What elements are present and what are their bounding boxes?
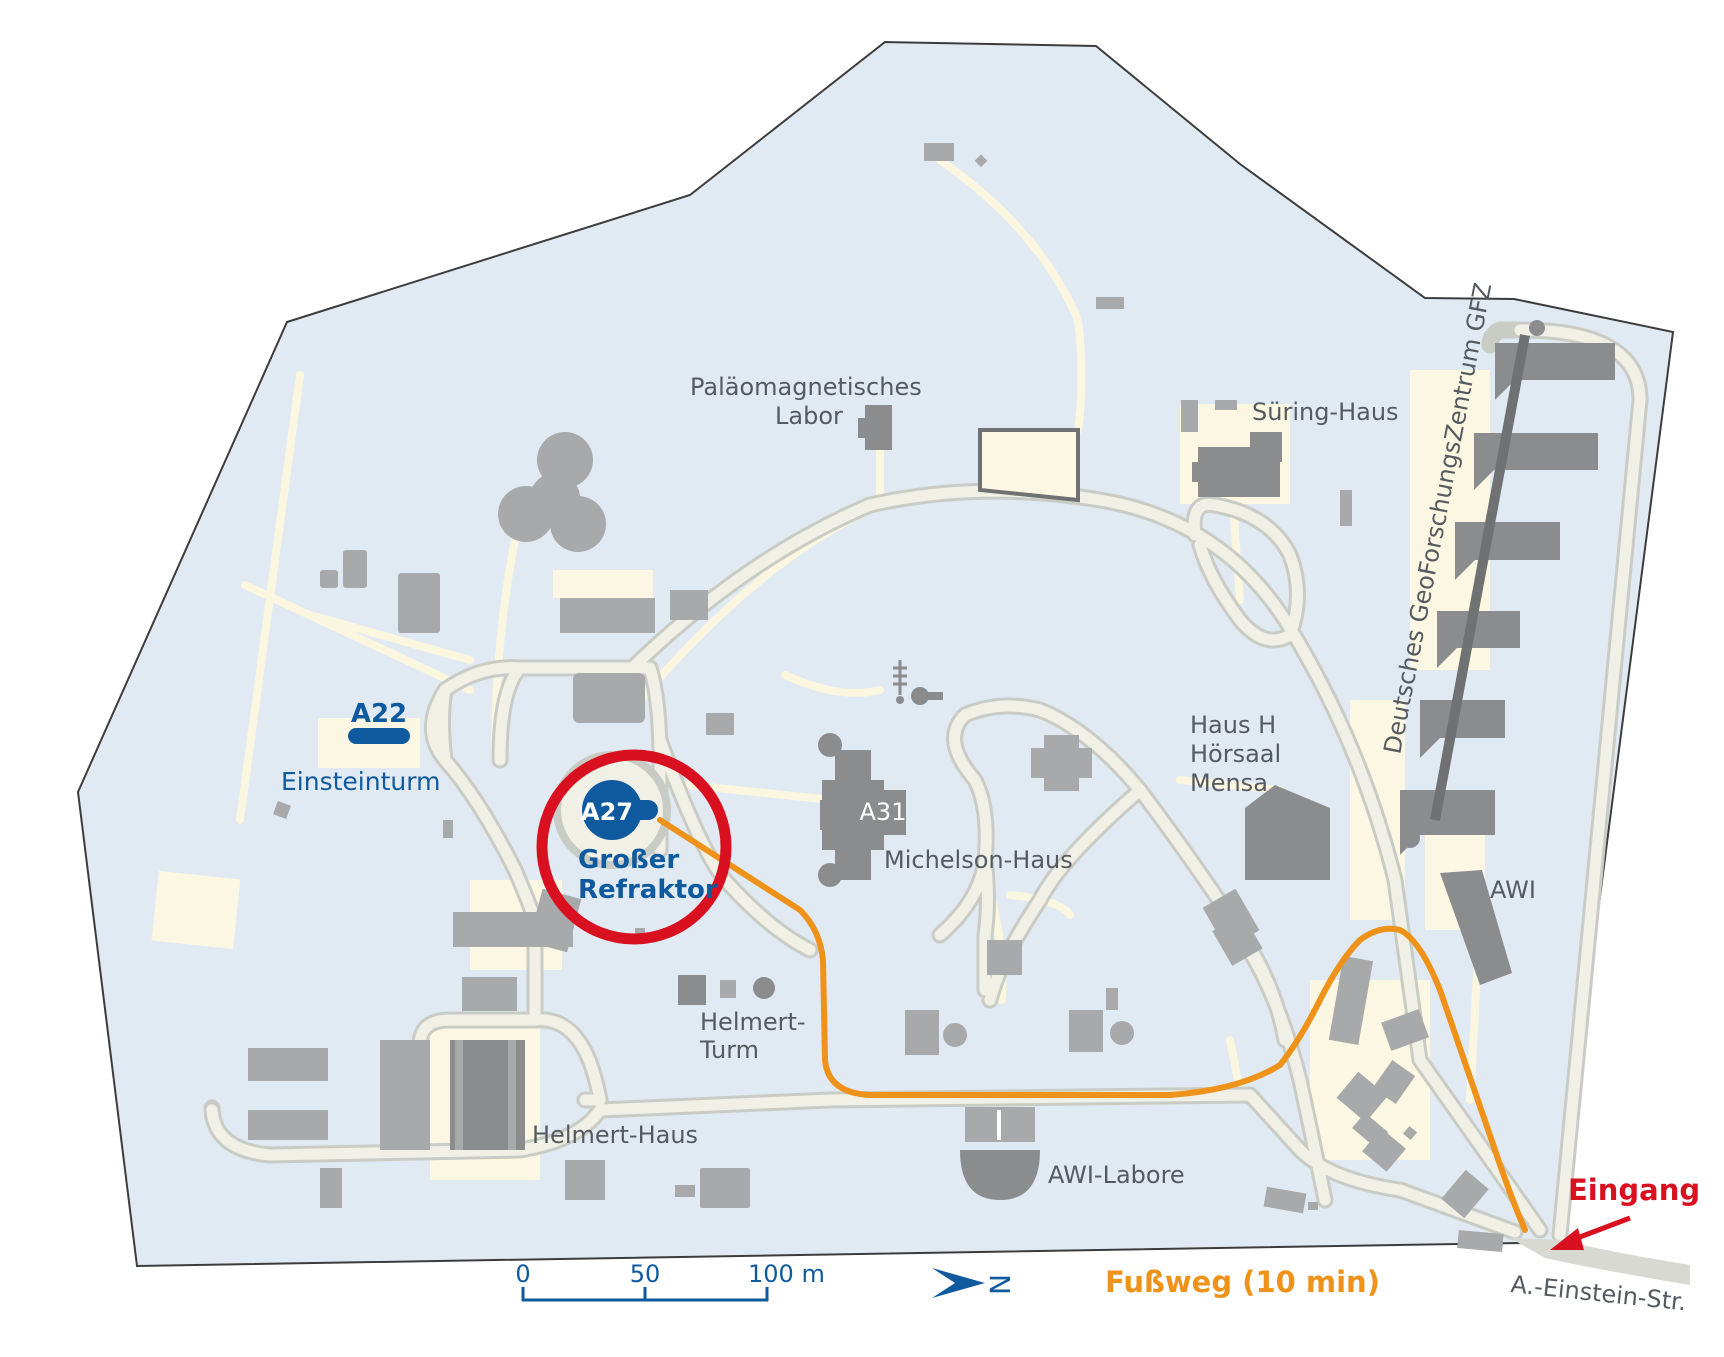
- marker-a22[interactable]: A22: [348, 699, 410, 744]
- legend-footpath: Fußweg (10 min): [1105, 1265, 1380, 1299]
- marker-a27[interactable]: A27: [581, 780, 658, 840]
- marker-a27-name-line2: Refraktor: [578, 875, 718, 905]
- label-palaeo-line1: Paläomagnetisches: [690, 373, 922, 401]
- scale-tick-0: 0: [515, 1260, 530, 1288]
- marker-a22-id: A22: [351, 699, 407, 729]
- label-palaeo-line2: Labor: [775, 402, 843, 430]
- marker-a31-id: A31: [860, 798, 907, 826]
- label-helmert-turm-line1: Helmert-: [700, 1008, 806, 1036]
- label-helmert-haus: Helmert-Haus: [532, 1121, 698, 1149]
- label-awi: AWI: [1490, 876, 1536, 904]
- label-haus-h-line2: Hörsaal: [1190, 740, 1281, 768]
- label-haus-h-line1: Haus H: [1190, 711, 1276, 739]
- north-label: N: [983, 1274, 1016, 1295]
- north-arrow-icon: N: [932, 1268, 1016, 1298]
- scale-tick-50: 50: [630, 1260, 661, 1288]
- palaeo-lab-outline: [978, 428, 1080, 503]
- label-michelson-haus: Michelson-Haus: [884, 846, 1073, 874]
- buildings: [248, 143, 1615, 1252]
- scale-tick-100: 100 m: [748, 1260, 825, 1288]
- antenna-icon: [893, 660, 907, 695]
- label-helmert-turm-line2: Turm: [699, 1036, 759, 1064]
- label-suering-haus: Süring-Haus: [1252, 398, 1399, 426]
- marker-a27-name-line1: Großer: [578, 845, 679, 875]
- marker-a22-name: Einsteinturm: [281, 767, 440, 796]
- marker-a27-id: A27: [581, 798, 633, 826]
- label-awi-labore: AWI-Labore: [1048, 1161, 1185, 1189]
- highlight-circle: [536, 749, 732, 945]
- footpath-route: [657, 817, 1528, 1233]
- label-haus-h-line3: Mensa: [1190, 769, 1268, 797]
- label-entrance: Eingang: [1568, 1173, 1700, 1207]
- scale-bar: 0 50 100 m: [515, 1260, 825, 1302]
- entrance-arrow-icon: [1550, 1215, 1631, 1250]
